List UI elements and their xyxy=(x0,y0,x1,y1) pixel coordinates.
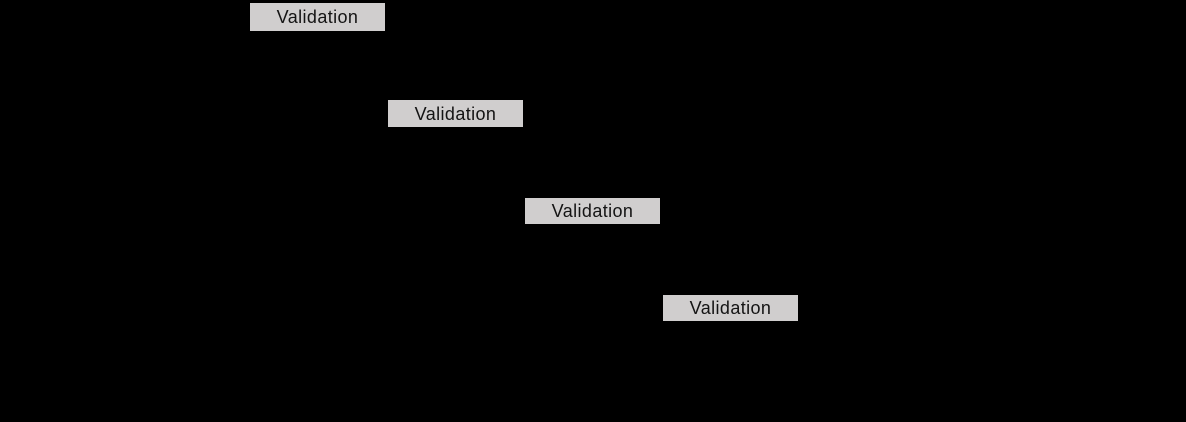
validation-box-1: Validation xyxy=(250,3,385,31)
validation-box-4: Validation xyxy=(663,295,798,321)
validation-label: Validation xyxy=(276,7,359,27)
validation-box-3: Validation xyxy=(525,198,660,224)
validation-box-2: Validation xyxy=(388,100,523,127)
validation-label: Validation xyxy=(414,103,497,124)
validation-label: Validation xyxy=(689,298,772,318)
validation-label: Validation xyxy=(551,201,634,221)
